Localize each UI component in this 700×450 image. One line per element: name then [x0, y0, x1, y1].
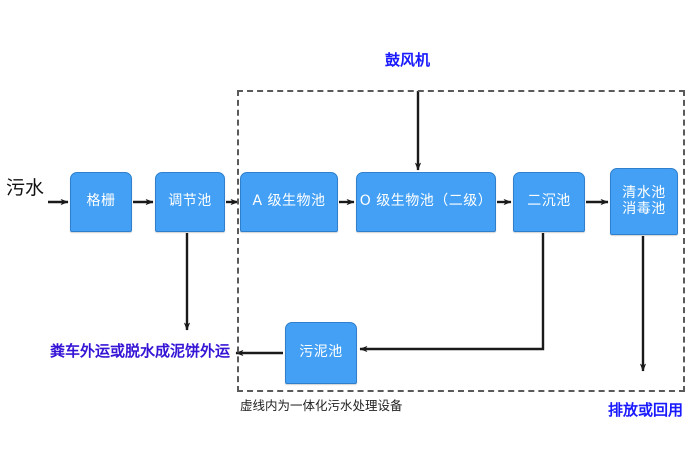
process-node-regulating[interactable]: 调节池	[155, 172, 225, 232]
process-node-clearwater[interactable]: 清水池 消毒池	[610, 168, 678, 235]
integrated-equipment-enclosure	[237, 90, 685, 392]
process-node-grille[interactable]: 格栅	[70, 172, 132, 232]
enclosure-caption: 虚线内为一体化污水处理设备	[240, 398, 403, 413]
sludge-disposal-label: 粪车外运或脱水成泥饼外运	[50, 342, 231, 360]
discharge-label: 排放或回用	[608, 401, 684, 419]
process-node-o_stage[interactable]: O 级生物池（二级）	[356, 172, 496, 232]
process-node-clarifier[interactable]: 二沉池	[513, 172, 585, 232]
process-node-sludge_tank[interactable]: 污泥池	[285, 322, 357, 384]
influent-label: 污水	[6, 177, 45, 199]
process-node-a_stage[interactable]: A 级生物池	[240, 172, 338, 232]
blower-label: 鼓风机	[385, 51, 431, 69]
